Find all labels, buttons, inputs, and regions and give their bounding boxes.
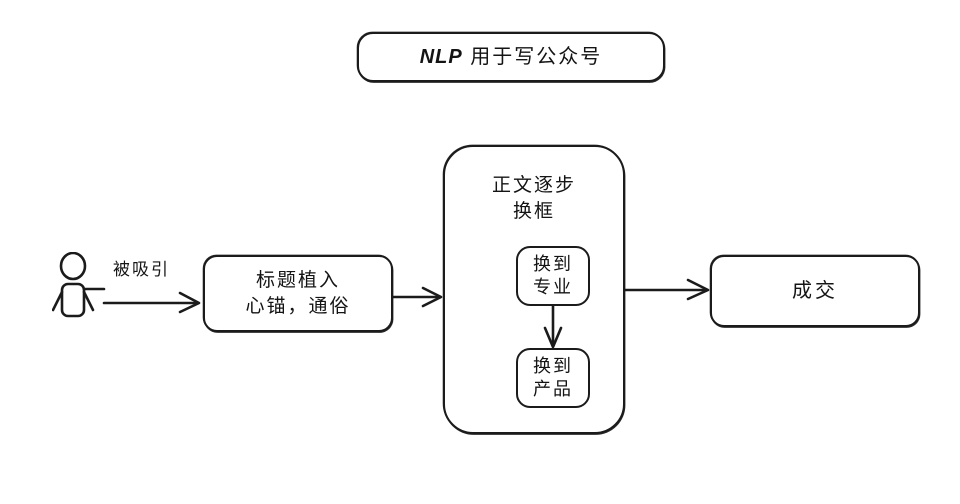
node-reframe-product[interactable]: 换到 产品 xyxy=(516,348,590,408)
node-headline-line2: 心锚，通俗 xyxy=(245,295,351,317)
title-latin: NLP xyxy=(419,45,463,68)
title-box[interactable]: NLP 用于写公众号 xyxy=(357,32,665,82)
node-deal[interactable]: 成交 xyxy=(710,255,920,327)
node-reframe-professional[interactable]: 换到 专业 xyxy=(516,246,590,306)
actor-person[interactable] xyxy=(51,251,108,330)
node-reframe-professional-line1: 换到 xyxy=(533,253,573,274)
title-cjk: 用于写公众号 xyxy=(470,45,603,68)
node-body-container-line1: 正文逐步 xyxy=(491,175,576,196)
edge-label-attracted: 被吸引 xyxy=(113,260,170,279)
node-headline[interactable]: 标题植入 心锚，通俗 xyxy=(203,255,393,332)
node-reframe-product-line1: 换到 xyxy=(533,355,573,376)
arrow-body-to-deal xyxy=(623,278,710,301)
title-box-text: NLP 用于写公众号 xyxy=(420,44,603,70)
arrow-headline-to-body xyxy=(391,286,443,308)
person-stick-figure-icon xyxy=(51,251,106,318)
node-headline-line1: 标题植入 xyxy=(255,270,340,292)
node-reframe-professional-line2: 专业 xyxy=(533,277,573,297)
node-deal-label: 成交 xyxy=(792,279,838,302)
node-body-container-line2: 换框 xyxy=(512,200,555,222)
node-body-container-title: 正文逐步 换框 xyxy=(492,173,576,224)
arrow-actor-to-headline xyxy=(102,291,201,314)
node-reframe-product-line2: 产品 xyxy=(533,379,573,399)
